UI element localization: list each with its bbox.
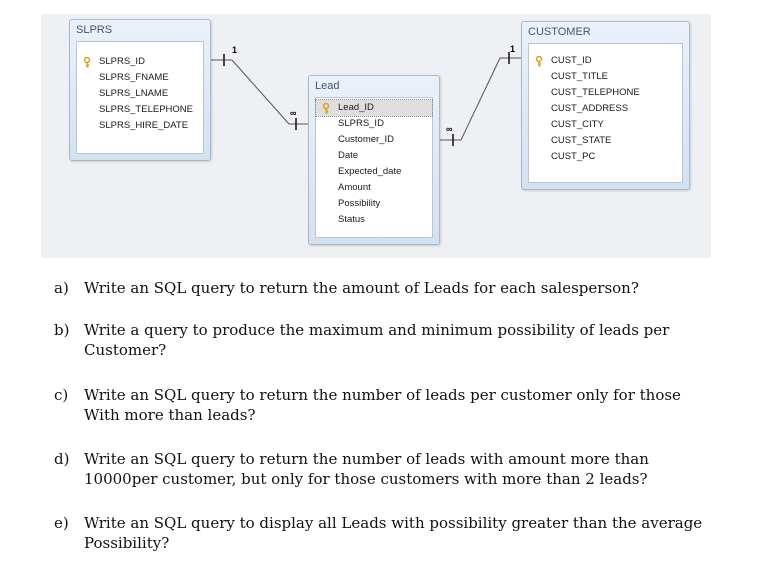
primary-key-icon <box>322 103 330 114</box>
question-d: d) Write an SQL query to return the numb… <box>54 449 714 489</box>
question-a: a) Write an SQL query to return the amou… <box>54 278 714 298</box>
lead-field-row[interactable]: Expected_date <box>316 164 432 180</box>
lead-field-row[interactable]: SLPRS_ID <box>316 116 432 132</box>
slprs-field-name: SLPRS_ID <box>99 56 145 67</box>
question-text: Write an SQL query to return the number … <box>84 386 681 424</box>
lead-field-row[interactable]: Amount <box>316 180 432 196</box>
slprs-field-list: SLPRS_ID SLPRS_FNAME SLPRS_LNAME SLPRS_TELE… <box>76 41 204 154</box>
lead-field-name: Expected_date <box>338 166 402 177</box>
question-text: Write an SQL query to display all Leads … <box>84 514 703 552</box>
customer-field-name: CUST_CITY <box>551 119 604 130</box>
customer-field-name: CUST_ADDRESS <box>551 103 629 114</box>
lead-field-name: Lead_ID <box>338 102 374 113</box>
customer-field-row[interactable]: CUST_ADDRESS <box>529 101 682 117</box>
slprs-field-row[interactable]: SLPRS_HIRE_DATE <box>77 118 203 134</box>
slprs-field-row[interactable]: SLPRS_FNAME <box>77 70 203 86</box>
customer-field-row[interactable]: CUST_PC <box>529 149 682 165</box>
customer-field-list: CUST_ID CUST_TITLE CUST_TELEPHONE CUST_ADDR… <box>528 43 683 183</box>
customer-field-name: CUST_STATE <box>551 135 612 146</box>
question-text: Write a query to produce the maximum and… <box>84 321 670 359</box>
customer-field-row[interactable]: CUST_ID <box>529 53 682 69</box>
question-b: b) Write a query to produce the maximum … <box>54 320 714 360</box>
lead-field-row[interactable]: Status <box>316 212 432 228</box>
customer-table[interactable]: CUSTOMER CUST_ID CUST_TITLE CUST_TELEPHONE… <box>521 21 690 190</box>
lead-field-name: Date <box>338 150 359 161</box>
lead-field-row[interactable]: Lead_ID <box>315 99 433 117</box>
customer-field-name: CUST_TELEPHONE <box>551 87 640 98</box>
lead-field-name: Amount <box>338 182 371 193</box>
lead-field-row[interactable]: Date <box>316 148 432 164</box>
question-letter: d) <box>54 450 70 468</box>
slprs-field-name: SLPRS_FNAME <box>99 72 169 83</box>
slprs-field-row[interactable]: SLPRS_LNAME <box>77 86 203 102</box>
lead-table-title: Lead <box>315 80 340 92</box>
primary-key-icon <box>83 57 91 68</box>
lead-field-name: SLPRS_ID <box>338 118 384 129</box>
lead-field-name: Status <box>338 214 365 225</box>
question-c: c) Write an SQL query to return the numb… <box>54 385 714 425</box>
lead-field-row[interactable]: Possibility <box>316 196 432 212</box>
lead-field-row[interactable]: Customer_ID <box>316 132 432 148</box>
customer-field-name: CUST_TITLE <box>551 71 609 82</box>
slprs-table-title: SLPRS <box>76 24 113 36</box>
question-text: Write an SQL query to return the amount … <box>84 279 639 297</box>
customer-field-row[interactable]: CUST_TELEPHONE <box>529 85 682 101</box>
question-letter: b) <box>54 321 70 339</box>
lead-field-name: Customer_ID <box>338 134 394 145</box>
customer-field-row[interactable]: CUST_TITLE <box>529 69 682 85</box>
slprs-field-row[interactable]: SLPRS_TELEPHONE <box>77 102 203 118</box>
slprs-field-name: SLPRS_TELEPHONE <box>99 104 193 115</box>
slprs-field-row[interactable]: SLPRS_ID <box>77 54 203 70</box>
customer-field-name: CUST_ID <box>551 55 592 66</box>
question-text: Write an SQL query to return the number … <box>84 450 649 488</box>
question-letter: c) <box>54 386 69 404</box>
customer-table-title: CUSTOMER <box>528 26 591 38</box>
customer-field-row[interactable]: CUST_STATE <box>529 133 682 149</box>
customer-field-row[interactable]: CUST_CITY <box>529 117 682 133</box>
lead-field-name: Possibility <box>338 198 381 209</box>
customer-field-name: CUST_PC <box>551 151 596 162</box>
question-letter: e) <box>54 514 69 532</box>
primary-key-icon <box>535 56 543 67</box>
question-letter: a) <box>54 279 69 297</box>
slprs-field-name: SLPRS_LNAME <box>99 88 169 99</box>
question-e: e) Write an SQL query to display all Lea… <box>54 513 714 553</box>
slprs-field-name: SLPRS_HIRE_DATE <box>99 120 189 131</box>
